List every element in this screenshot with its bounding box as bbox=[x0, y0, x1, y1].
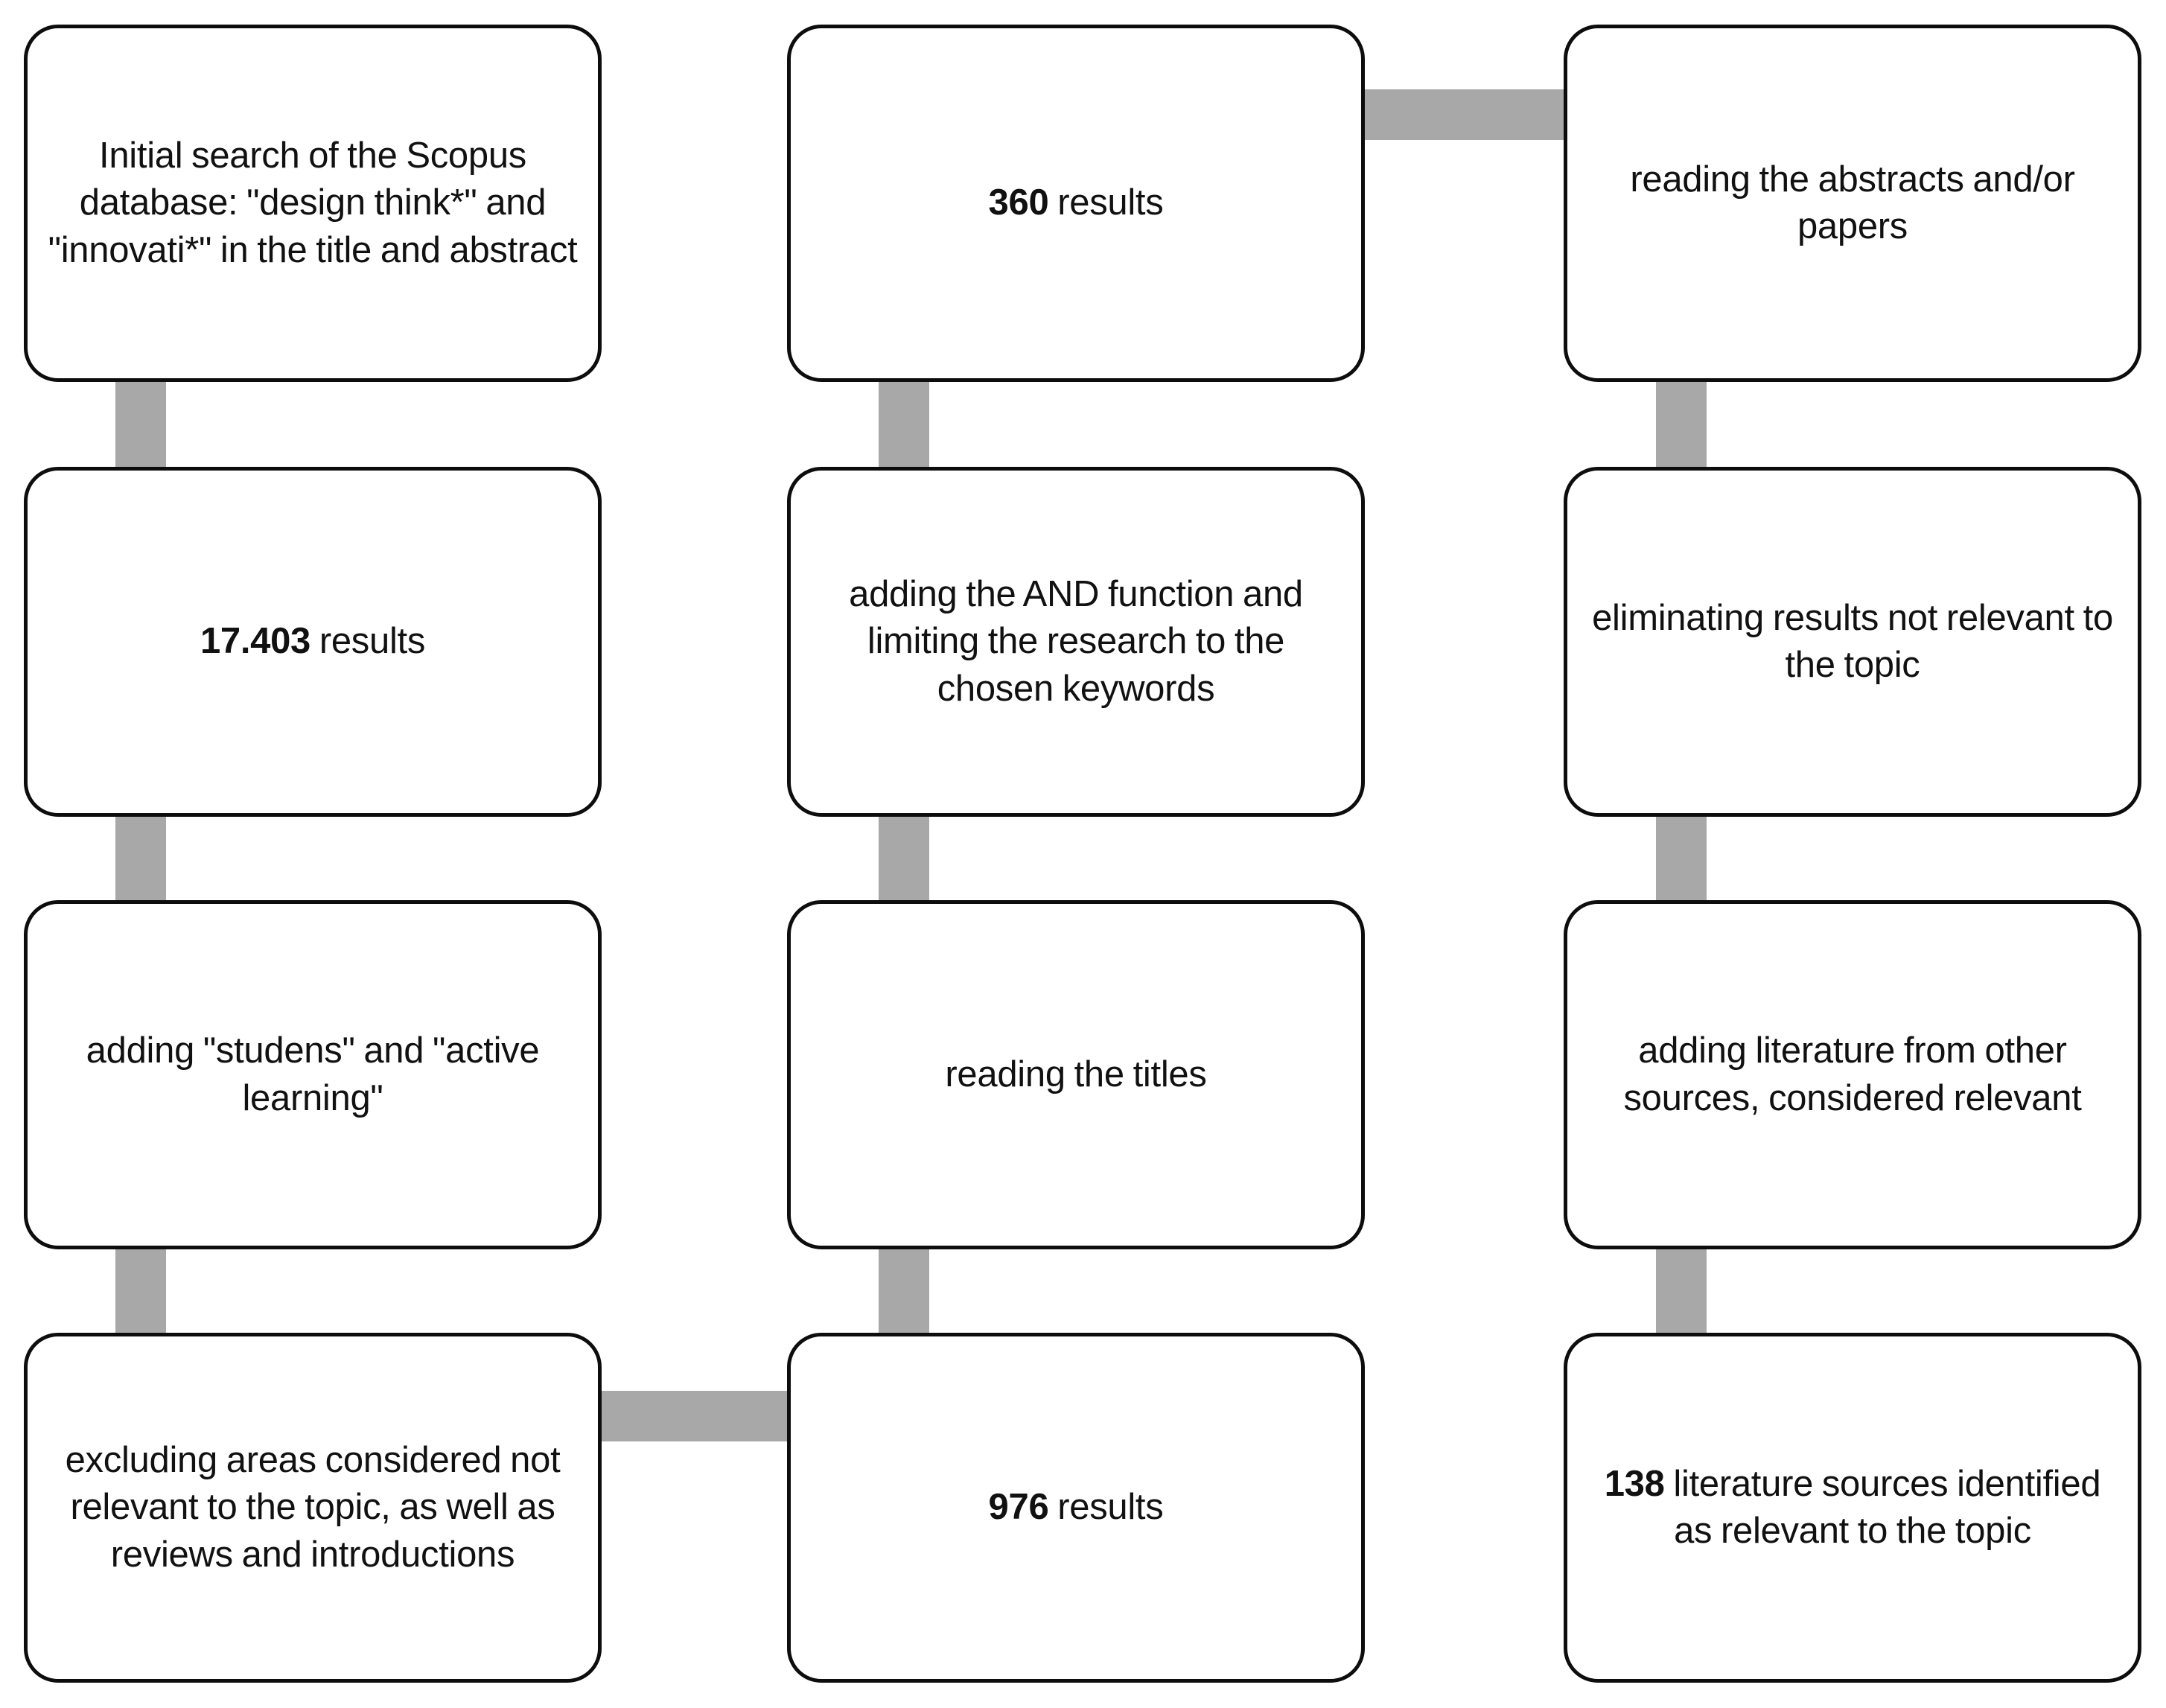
connector-col2-row3-to-row4 bbox=[879, 1246, 929, 1336]
connector-col3-row2-to-row3 bbox=[1656, 813, 1707, 904]
node-976-results: 976 results bbox=[787, 1333, 1365, 1683]
node-reading-the-titles: reading the titles bbox=[787, 900, 1365, 1249]
node-360-results-value: 360 bbox=[988, 182, 1049, 223]
node-138-literature-sources-label: 138 literature sources identified as rel… bbox=[1567, 1461, 2138, 1555]
connector-col2-row2-to-row3 bbox=[879, 813, 929, 904]
node-138-literature-sources-suffix: literature sources identified as relevan… bbox=[1664, 1463, 2101, 1551]
node-360-results: 360 results bbox=[787, 25, 1365, 382]
node-17403-results-label: 17.403 results bbox=[181, 618, 445, 665]
node-eliminating-irrelevant-results: eliminating results not relevant to the … bbox=[1564, 467, 2141, 817]
connector-col3-row1-to-row2 bbox=[1656, 378, 1707, 471]
node-360-results-suffix: results bbox=[1048, 182, 1164, 223]
node-adding-and-function-label: adding the AND function and limiting the… bbox=[849, 574, 1303, 709]
node-360-results-label: 360 results bbox=[969, 179, 1183, 226]
connector-col3-row3-to-row4 bbox=[1656, 1246, 1707, 1336]
node-reading-abstracts-papers-label: reading the abstracts and/or papers bbox=[1630, 159, 2075, 246]
node-adding-and-function: adding the AND function and limiting the… bbox=[787, 467, 1365, 817]
node-138-literature-sources: 138 literature sources identified as rel… bbox=[1564, 1333, 2141, 1683]
node-reading-the-titles-label: reading the titles bbox=[945, 1054, 1207, 1094]
node-initial-search: Initial search of the Scopus database: "… bbox=[24, 25, 602, 382]
node-976-results-value: 976 bbox=[988, 1487, 1049, 1528]
node-17403-results-suffix: results bbox=[310, 621, 426, 662]
node-976-results-label: 976 results bbox=[969, 1484, 1183, 1531]
connector-col1-row3-to-row4 bbox=[115, 1246, 166, 1336]
connector-col1-row4-to-col2-row4 bbox=[598, 1391, 791, 1441]
connector-col1-row1-to-row2 bbox=[115, 378, 166, 471]
node-976-results-suffix: results bbox=[1048, 1487, 1164, 1528]
node-reading-abstracts-papers: reading the abstracts and/or papers bbox=[1564, 25, 2141, 382]
node-adding-literature-other-sources: adding literature from other sources, co… bbox=[1564, 900, 2141, 1249]
connector-col2-row1-to-col3-row1 bbox=[1361, 89, 1567, 140]
node-adding-students-active-learning-label: adding "studens" and "active learning" bbox=[86, 1030, 540, 1118]
node-17403-results-value: 17.403 bbox=[200, 621, 311, 662]
connector-col2-row1-to-row2 bbox=[879, 378, 929, 471]
node-eliminating-irrelevant-results-label: eliminating results not relevant to the … bbox=[1592, 597, 2113, 685]
node-adding-students-active-learning: adding "studens" and "active learning" bbox=[24, 900, 602, 1249]
connector-col1-row2-to-row3 bbox=[115, 813, 166, 904]
node-17403-results: 17.403 results bbox=[24, 467, 602, 817]
node-adding-literature-other-sources-label: adding literature from other sources, co… bbox=[1623, 1030, 2082, 1118]
node-138-literature-sources-value: 138 bbox=[1604, 1463, 1665, 1504]
node-initial-search-label: Initial search of the Scopus database: "… bbox=[48, 136, 578, 270]
node-excluding-areas: excluding areas considered not relevant … bbox=[24, 1333, 602, 1683]
node-excluding-areas-label: excluding areas considered not relevant … bbox=[65, 1440, 561, 1575]
